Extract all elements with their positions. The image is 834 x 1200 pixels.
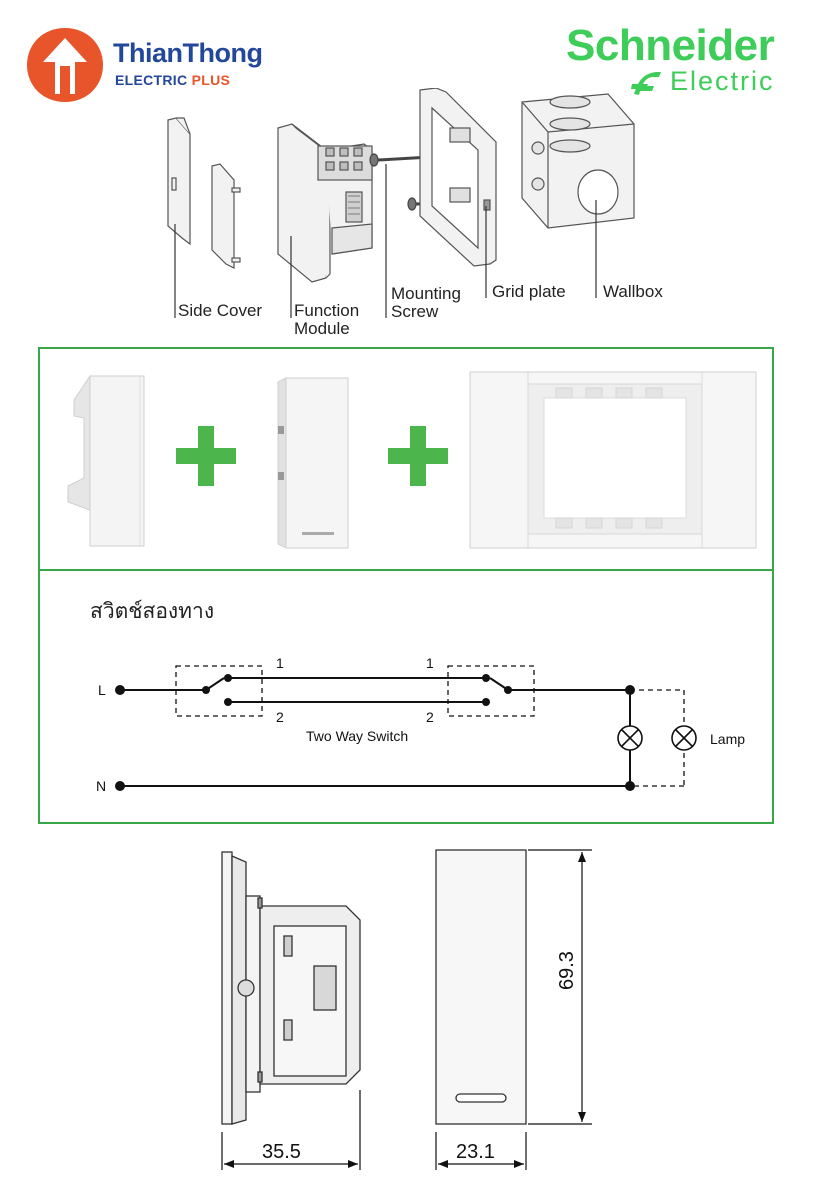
front-view xyxy=(435,849,527,1125)
side-cover-photo xyxy=(67,374,145,547)
function-module-photo xyxy=(277,377,349,549)
wallbox-label: Wallbox xyxy=(603,282,663,301)
dimension-drawing xyxy=(221,849,592,1170)
thianthong-tagline-accent: PLUS xyxy=(191,72,231,88)
thianthong-name: ThianThong xyxy=(113,38,263,68)
terminal-1-left: 1 xyxy=(276,655,284,671)
thianthong-tagline-main: ELECTRIC xyxy=(115,72,188,88)
schneider-sub: Electric xyxy=(670,66,775,96)
terminal-1-right: 1 xyxy=(426,655,434,671)
grid-plate-label: Grid plate xyxy=(492,282,566,301)
terminal-dots xyxy=(115,674,635,791)
grid-plate-part xyxy=(419,88,497,267)
side-cover-label: Side Cover xyxy=(178,301,263,320)
terminal-2-right: 2 xyxy=(426,709,434,725)
wiring-title: สวิตช์สองทาง xyxy=(90,600,215,623)
plus-icon xyxy=(388,426,448,486)
function-module-label-line1: Function xyxy=(294,301,360,320)
wiring-diagram: L N 1 2 1 2 Two Way Switch Lamp xyxy=(96,655,745,794)
width-dimension: 23.1 xyxy=(456,1141,495,1163)
thianthong-house-icon xyxy=(27,28,103,102)
mounting-screw-label-line2: Screw xyxy=(391,302,439,321)
exploded-assembly-drawing xyxy=(167,88,635,318)
line-label: L xyxy=(98,682,106,698)
plus-icon xyxy=(176,426,236,486)
height-dimension: 69.3 xyxy=(556,951,578,990)
side-view xyxy=(221,851,361,1125)
neutral-label: N xyxy=(96,778,106,794)
schneider-life-is-on-icon xyxy=(631,72,661,95)
side-cover-part xyxy=(211,163,241,269)
switch-label: Two Way Switch xyxy=(306,728,408,744)
lamp-icon xyxy=(617,725,643,751)
lamp-label: Lamp xyxy=(710,731,745,747)
function-module-label-line2: Module xyxy=(294,319,350,338)
depth-dimension: 35.5 xyxy=(262,1141,301,1163)
thianthong-tagline: ELECTRIC PLUS xyxy=(115,72,230,88)
side-cover-part xyxy=(167,117,191,246)
function-module-part xyxy=(277,123,373,283)
mounting-screw-label-line1: Mounting xyxy=(391,284,461,303)
frame-divider xyxy=(38,569,774,571)
lamp-icon xyxy=(671,725,697,751)
schneider-name: Schneider xyxy=(566,21,775,70)
grid-plate-photo xyxy=(469,371,757,549)
wallbox-part xyxy=(521,93,635,229)
product-frame xyxy=(38,347,774,824)
terminal-2-left: 2 xyxy=(276,709,284,725)
